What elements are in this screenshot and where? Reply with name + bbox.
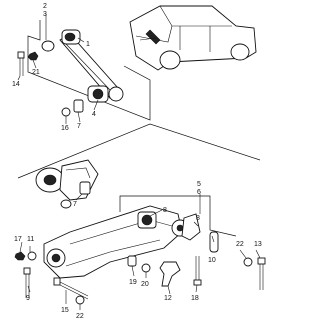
washer-22-left bbox=[75, 295, 85, 305]
collar-19 bbox=[127, 255, 137, 267]
car-illustration bbox=[129, 5, 257, 71]
bolt-15 bbox=[53, 277, 89, 300]
leader-lines bbox=[17, 14, 261, 310]
washer-16 bbox=[61, 107, 71, 117]
link-12 bbox=[159, 261, 181, 287]
callout-15: 15 bbox=[61, 307, 69, 314]
callout-8-left: 8 bbox=[163, 207, 167, 214]
callout-4: 4 bbox=[92, 111, 96, 118]
callout-9: 9 bbox=[26, 295, 30, 302]
callout-3: 3 bbox=[43, 11, 47, 18]
lower-arm-group bbox=[14, 195, 266, 305]
callout-16: 16 bbox=[61, 125, 69, 132]
bolt-14 bbox=[17, 51, 25, 76]
washer-20 bbox=[141, 263, 151, 273]
nut-17 bbox=[14, 251, 26, 261]
callout-22-left: 22 bbox=[76, 313, 84, 320]
bracket-8 bbox=[181, 213, 201, 241]
bolt-3 bbox=[23, 267, 31, 298]
callout-20: 20 bbox=[141, 281, 149, 288]
washer-22-right bbox=[243, 257, 253, 267]
lower-group-frame bbox=[119, 195, 237, 237]
callout-21: 21 bbox=[32, 69, 40, 76]
bolt-18 bbox=[193, 256, 202, 286]
nut-21 bbox=[27, 51, 39, 61]
rear-suspension-parts-diagram: 2 3 1 4 7 16 14 21 5 6 8 8 7 10 17 11 22… bbox=[12, 3, 266, 320]
callout-18: 18 bbox=[191, 295, 199, 302]
bolt-13 bbox=[257, 257, 266, 290]
callout-10: 10 bbox=[208, 257, 216, 264]
callout-12: 12 bbox=[164, 295, 172, 302]
upper-arm-left-mount bbox=[41, 40, 55, 52]
knuckle bbox=[59, 159, 99, 201]
callout-6: 6 bbox=[197, 189, 201, 196]
part-callouts: 2 3 1 4 7 16 14 21 5 6 8 8 7 10 17 11 22… bbox=[12, 3, 262, 320]
callout-13: 13 bbox=[254, 241, 262, 248]
callout-22-right: 22 bbox=[236, 241, 244, 248]
upper-arm-group bbox=[17, 20, 151, 121]
callout-2: 2 bbox=[43, 3, 47, 10]
callout-5: 5 bbox=[197, 181, 201, 188]
callout-14: 14 bbox=[12, 81, 20, 88]
callout-11: 11 bbox=[27, 236, 34, 243]
upper-group-frame bbox=[27, 20, 151, 121]
knuckle-assembly bbox=[17, 123, 261, 209]
collar-7 bbox=[73, 99, 84, 113]
washer-11 bbox=[27, 251, 37, 261]
callout-19: 19 bbox=[129, 279, 137, 286]
callout-17: 17 bbox=[14, 236, 22, 243]
callout-1: 1 bbox=[86, 41, 90, 48]
callout-8-right: 8 bbox=[196, 215, 200, 222]
callout-7-lower: 7 bbox=[73, 201, 77, 208]
callout-7: 7 bbox=[77, 123, 81, 130]
